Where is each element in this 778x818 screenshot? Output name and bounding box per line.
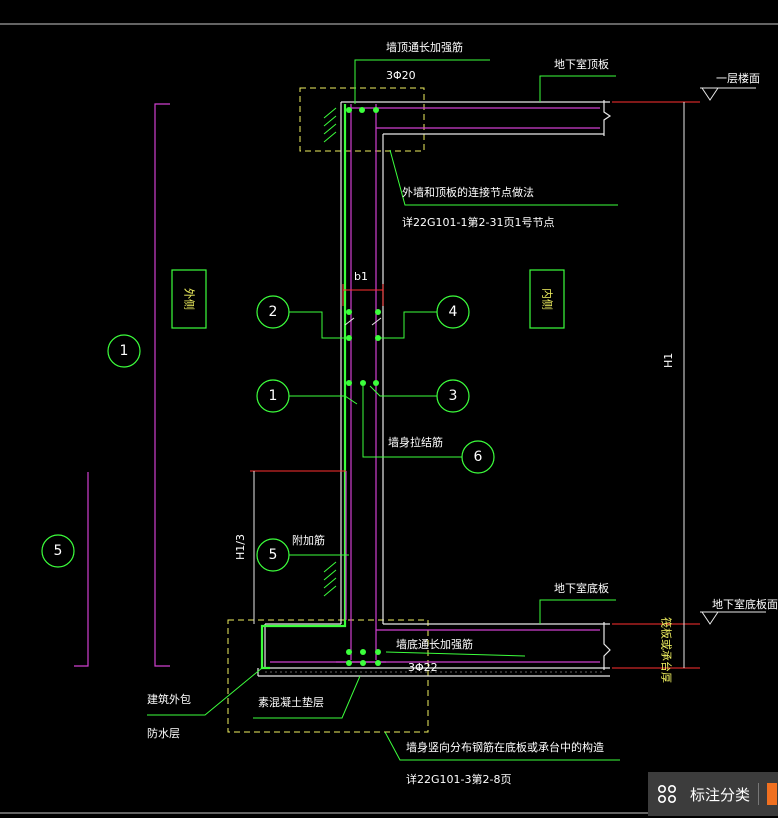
label-connection-ref: 详22G101-1第2-31页1号节点 [402, 215, 554, 229]
hatch [323, 107, 337, 119]
label-waterproof-1: 建筑外包 [147, 692, 191, 706]
leader-c2 [289, 311, 349, 339]
bracket-1 [154, 103, 170, 667]
label-floor-slab: 地下室底板 [554, 581, 609, 595]
leader-cushion [253, 675, 361, 719]
callout-text: 1 [269, 388, 278, 404]
callout-text: 5 [54, 543, 63, 559]
label-connection-node: 外墙和顶板的连接节点做法 [402, 185, 534, 199]
label-floor-face: 地下室底板面 [712, 597, 778, 611]
toolbar-divider [758, 783, 760, 805]
callout-circle [256, 538, 290, 572]
callout-text: 6 [474, 449, 483, 465]
leader-c1 [289, 395, 358, 405]
text-labels: 墙顶通长加强筋 3Φ20 地下室顶板 一层楼面 外墙和顶板的连接节点做法 详22… [147, 40, 778, 786]
b1-dimension [342, 284, 384, 306]
label-bottom-bar: 墙底通长加强筋 [396, 637, 473, 651]
callout-text: 2 [269, 304, 278, 320]
label-outer-side: 外侧 [183, 288, 196, 310]
label-anchor-ref: 详22G101-3第2-8页 [406, 772, 511, 786]
callout-circle [256, 295, 290, 329]
label-raft-thickness: 筏板或承台厚 [660, 617, 674, 683]
label-inner-side: 内侧 [541, 288, 555, 310]
roof-break-line [603, 100, 612, 136]
leader-lines [147, 59, 620, 761]
callout-circle [436, 379, 470, 413]
callout-circle [107, 334, 141, 368]
color-swatch[interactable] [767, 783, 778, 805]
callout-circle [461, 440, 495, 474]
soil-hatch [323, 107, 337, 597]
bracket-5 [74, 472, 89, 667]
inner-side-box [529, 269, 565, 329]
grid-dots-icon[interactable] [656, 783, 678, 805]
callout-text: 3 [449, 388, 458, 404]
hatch [323, 115, 337, 127]
label-waterproof-2: 防水层 [147, 726, 180, 740]
callout-text: 1 [120, 343, 129, 359]
label-anchor-note: 墙身竖向分布钢筋在底板或承台中的构造 [406, 740, 604, 754]
label-b1: b1 [354, 270, 368, 283]
hatch [323, 569, 337, 581]
annotation-category-toolbar[interactable]: 标注分类 [648, 772, 778, 816]
label-tie-bar: 墙身拉结筋 [388, 435, 443, 449]
label-additional-bar: 附加筋 [292, 533, 325, 547]
label-cushion: 素混凝土垫层 [258, 695, 324, 709]
label-bottom-bar-spec: 3Φ22 [408, 661, 438, 674]
callout-circle [41, 534, 75, 568]
leader-c6 [362, 386, 462, 458]
bar-dots [346, 107, 381, 666]
leader-top-bar [354, 59, 490, 104]
callout-circle [436, 295, 470, 329]
hatch [323, 577, 337, 589]
label-top-bar-spec: 3Φ20 [386, 69, 416, 82]
leader-bottom-bar [385, 651, 526, 657]
floor-break-line [603, 622, 611, 670]
level-triangle-top [701, 87, 719, 101]
label-ground-floor: 一层楼面 [716, 71, 760, 85]
top-node-box [299, 87, 425, 152]
leader-anchor [384, 731, 620, 761]
waterproof-line [260, 104, 347, 670]
tie-ticks [344, 317, 382, 326]
callout-text: 4 [449, 304, 458, 320]
callout-text: 5 [269, 547, 278, 563]
level-symbols [700, 87, 766, 625]
annotation-category-label[interactable]: 标注分类 [690, 785, 751, 804]
callouts: 1 5 2 4 1 3 6 5 [41, 295, 495, 572]
leader-floor-slab [539, 599, 616, 624]
leader-connection [389, 149, 618, 206]
label-h1: H1 [662, 353, 675, 368]
level-triangle-bottom [701, 611, 719, 625]
h1-dimension [612, 101, 700, 669]
waterproof-layer [260, 104, 347, 670]
leader-c4 [378, 311, 437, 339]
hatch [323, 131, 337, 143]
outer-side-box [171, 269, 207, 329]
leader-c3 [369, 385, 437, 397]
label-roof-slab: 地下室顶板 [554, 57, 609, 71]
wall-outline [257, 100, 612, 677]
left-brackets [74, 103, 170, 667]
leader-waterproof [147, 667, 263, 716]
label-top-bar: 墙顶通长加强筋 [386, 40, 463, 54]
hatch [323, 585, 337, 597]
callout-circle [256, 379, 290, 413]
hatch [323, 123, 337, 135]
label-h1-3: H1/3 [234, 534, 247, 560]
hatch [323, 561, 337, 573]
leader-roof-slab [539, 75, 616, 102]
